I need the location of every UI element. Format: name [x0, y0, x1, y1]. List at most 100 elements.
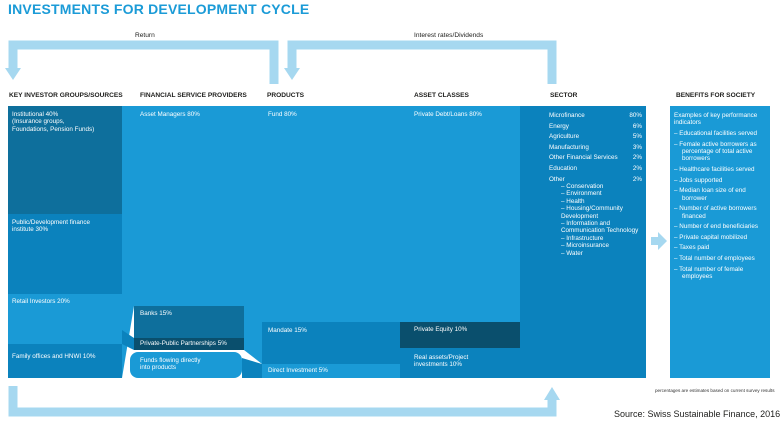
flow-direct-products: [242, 358, 262, 378]
sector-item-name: Manufacturing: [549, 143, 589, 151]
asset-equity-label: Private Equity 10%: [414, 326, 468, 333]
benefits-intro: Examples of key performance indicators: [674, 112, 758, 127]
investor-public-block: [8, 214, 122, 294]
sector-item-pct: 5%: [632, 133, 642, 141]
provider-asset-managers-label: Asset Managers 80%: [140, 111, 200, 118]
investor-institutional-line3: Foundations, Pension Funds): [12, 125, 95, 133]
benefit-item: Number of end beneficiaries: [674, 223, 768, 230]
sector-item-name: Other Financial Services: [549, 154, 618, 162]
sector-sub-item: Microinsurance: [561, 242, 644, 249]
product-fund-block: [262, 106, 402, 322]
sector-sub-item: Conservation: [561, 183, 644, 190]
flow-providers-products: [244, 106, 262, 364]
asset-debt-block: [400, 106, 520, 322]
sector-item: Agriculture 5%: [549, 133, 642, 140]
interest-arrow: [287, 40, 557, 84]
product-direct-block: [262, 364, 402, 378]
flow-investors-ppp: [122, 330, 134, 350]
flow-investors-providers: [122, 106, 134, 378]
benefit-item: Median loan size of end borrower: [674, 187, 768, 202]
sector-item-pct: 3%: [632, 143, 642, 151]
header-assets: ASSET CLASSES: [414, 92, 469, 99]
header-benefits: BENEFITS FOR SOCIETY: [676, 92, 756, 99]
provider-direct-line2: into products: [140, 364, 177, 372]
provider-asset-managers-block: [134, 106, 244, 306]
interest-arrow-head: [284, 68, 300, 80]
provider-banks-block: [134, 306, 244, 338]
investor-institutional-label: Institutional 40% (Insurance groups, Fou…: [12, 111, 94, 133]
investor-institutional-block: [8, 106, 122, 214]
return-arrow-head: [5, 68, 21, 80]
sector-other-sublist: Conservation Environment Health Housing/…: [549, 183, 644, 257]
sector-item: Microfinance 80%: [549, 112, 642, 119]
product-mandate-block: [262, 322, 402, 364]
sector-item-name: Education: [549, 164, 578, 172]
benefit-item: Number of active borrowers financed: [674, 205, 768, 220]
product-fund-label: Fund 80%: [268, 111, 297, 118]
sector-item: Other 2%: [549, 176, 642, 183]
sector-sub-item: Infrastructure: [561, 235, 644, 242]
sector-item-pct: 2%: [632, 164, 642, 172]
investor-retail-block: [8, 294, 122, 344]
sector-item: Manufacturing 3%: [549, 144, 642, 151]
sector-sub-item: Information and Communication Technology: [561, 220, 644, 235]
investor-institutional-line1: Institutional 40%: [12, 111, 59, 118]
provider-ppp-block: [134, 338, 244, 350]
sector-sub-item: Environment: [561, 190, 644, 197]
sector-item-pct: 80%: [629, 112, 642, 119]
bottom-arrow-head: [544, 387, 560, 400]
header-investors: KEY INVESTOR GROUPS/SOURCES: [9, 92, 123, 99]
provider-ppp-label: Private-Public Partnerships 5%: [140, 340, 227, 347]
header-products: PRODUCTS: [267, 92, 304, 99]
sector-item-pct: 6%: [632, 122, 642, 130]
sector-item-name: Energy: [549, 122, 569, 130]
provider-banks-label: Banks 15%: [140, 310, 172, 317]
page-title: INVESTMENTS FOR DEVELOPMENT CYCLE: [8, 1, 310, 17]
investor-public-line2: institute 30%: [12, 226, 49, 234]
sector-sub-item: Water: [561, 250, 644, 257]
benefits-list: Examples of key performance indicators E…: [674, 112, 768, 280]
asset-real-label: Real assets/Project investments 10%: [414, 354, 468, 369]
provider-direct-line1: Funds flowing directly: [140, 357, 201, 364]
interest-label: Interest rates/Dividends: [414, 32, 484, 39]
benefit-item: Private capital mobilized: [674, 234, 768, 241]
bottom-arrow: [8, 386, 557, 417]
product-direct-label: Direct Investment 5%: [268, 367, 328, 374]
sector-item-name: Other: [549, 175, 565, 183]
asset-real-line1: Real assets/Project: [414, 354, 469, 361]
asset-real-block: [400, 348, 520, 378]
benefit-item: Healthcare facilities served: [674, 166, 768, 173]
benefit-item: Taxes paid: [674, 244, 768, 251]
sector-item-pct: 2%: [632, 154, 642, 162]
return-label: Return: [135, 32, 155, 39]
asset-equity-block: [400, 322, 520, 348]
asset-debt-label: Private Debt/Loans 80%: [414, 111, 482, 118]
asset-real-line2: investments 10%: [414, 361, 462, 369]
survey-note: percentages are estimates based on curre…: [655, 388, 775, 393]
sector-item-pct: 2%: [632, 175, 642, 183]
sector-item: Other Financial Services 2%: [549, 154, 642, 161]
sector-item: Education 2%: [549, 165, 642, 172]
investor-retail-label: Retail Investors 20%: [12, 298, 70, 305]
return-arrow: [8, 40, 279, 84]
product-mandate-label: Mandate 15%: [268, 327, 307, 334]
investor-public-label: Public/Development finance institute 30%: [12, 219, 90, 234]
benefit-item: Total number of employees: [674, 255, 768, 262]
provider-direct-block: [130, 352, 242, 378]
flow-assets-sector: [520, 106, 546, 378]
benefit-item: Educational facilities served: [674, 130, 768, 137]
header-sector: SECTOR: [550, 92, 578, 99]
benefit-item: Jobs supported: [674, 177, 768, 184]
benefit-item: Total number of female employees: [674, 266, 768, 281]
investor-institutional-line2: (Insurance groups,: [12, 118, 65, 126]
sector-item: Energy 6%: [549, 123, 642, 130]
sector-item-name: Microfinance: [549, 112, 585, 119]
sector-list: Microfinance 80% Energy 6% Agriculture 5% M…: [549, 112, 644, 257]
source-caption: Source: Swiss Sustainable Finance, 2016: [614, 409, 781, 419]
sector-sub-item: Health: [561, 198, 644, 205]
sector-sub-item: Housing/Community Development: [561, 205, 644, 220]
header-providers: FINANCIAL SERVICE PROVIDERS: [140, 92, 247, 99]
provider-direct-label: Funds flowing directly into products: [140, 357, 201, 372]
sector-item-name: Agriculture: [549, 133, 580, 141]
